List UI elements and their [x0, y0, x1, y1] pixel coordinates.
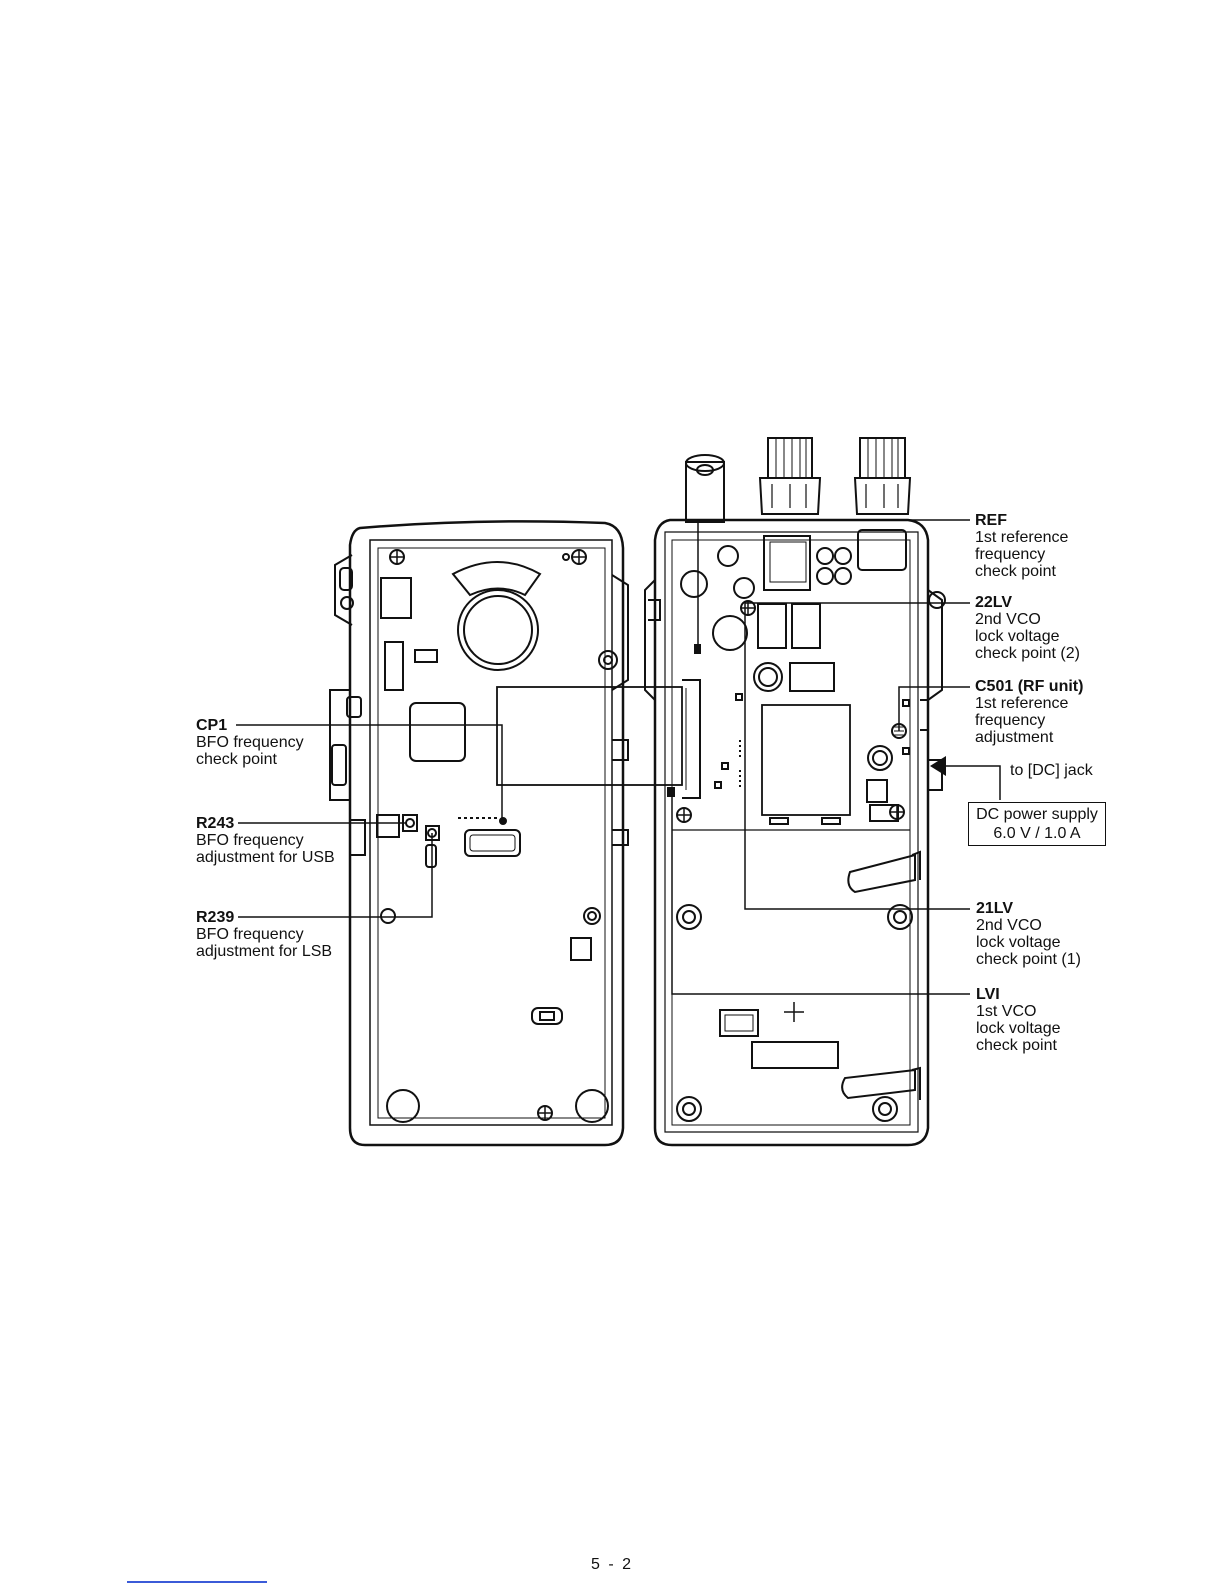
ref-leader [697, 519, 970, 650]
dc-supply-line-2: 6.0 V / 1.0 A [993, 825, 1081, 842]
lv22-title: 22LV [975, 594, 1013, 611]
lvi-line-3: check point [976, 1037, 1057, 1054]
cp1-title: CP1 [196, 717, 228, 734]
lvi-line-2: lock voltage [976, 1020, 1061, 1037]
r243-callout: R243 BFO frequency adjustment for USB [196, 815, 335, 866]
ref-line-3: check point [975, 563, 1056, 580]
c501-title: C501 (RF unit) [975, 678, 1084, 695]
page-number: 5 - 2 [590, 1556, 633, 1573]
c501-line-3: adjustment [975, 729, 1054, 746]
lv21-line-2: lock voltage [976, 934, 1061, 951]
r239-line-1: BFO frequency [196, 926, 304, 943]
r243-title: R243 [196, 815, 235, 832]
lv22-callout: 22LV 2nd VCO lock voltage check point (2… [975, 594, 1080, 662]
r243-line-1: BFO frequency [196, 832, 304, 849]
cp1-leader [236, 724, 503, 818]
r239-leader [238, 833, 433, 918]
lv21-line-1: 2nd VCO [976, 917, 1042, 934]
lv22-line-3: check point (2) [975, 645, 1080, 662]
lv22-line-1: 2nd VCO [975, 611, 1041, 628]
lvi-title: LVI [976, 986, 1000, 1003]
right-case [644, 437, 946, 1147]
r239-title: R239 [196, 909, 235, 926]
c501-leader [898, 686, 970, 731]
lvi-line-1: 1st VCO [976, 1003, 1037, 1020]
dc-power-supply-box: DC power supply 6.0 V / 1.0 A [968, 802, 1106, 846]
footer-rule [127, 1581, 267, 1583]
r243-line-2: adjustment for USB [196, 849, 335, 866]
dcjack-leader [945, 765, 1001, 800]
ref-callout: REF 1st reference frequency check point [975, 512, 1068, 580]
lv21-line-3: check point (1) [976, 951, 1081, 968]
cp1-line-1: BFO frequency [196, 734, 304, 751]
ref-line-2: frequency [975, 546, 1046, 563]
c501-callout: C501 (RF unit) 1st reference frequency a… [975, 678, 1083, 746]
dcjack-arrow [930, 756, 946, 776]
r239-line-2: adjustment for LSB [196, 943, 333, 960]
c501-line-2: frequency [975, 712, 1046, 729]
lvi-leader [671, 795, 970, 995]
leader-lines [236, 519, 1001, 995]
lv21-callout: 21LV 2nd VCO lock voltage check point (1… [976, 900, 1081, 968]
lvi-callout: LVI 1st VCO lock voltage check point [976, 986, 1061, 1054]
dc-supply-line-1: DC power supply [976, 806, 1098, 823]
left-case [329, 520, 629, 1147]
r239-callout: R239 BFO frequency adjustment for LSB [196, 909, 332, 960]
lv22-line-2: lock voltage [975, 628, 1060, 645]
lv22-leader [744, 602, 970, 905]
dcjack-label: to [DC] jack [1010, 762, 1093, 779]
flex-cable [496, 679, 701, 799]
lv21-title: 21LV [976, 900, 1014, 917]
c501-line-1: 1st reference [975, 695, 1069, 712]
cp1-line-2: check point [196, 751, 277, 768]
ref-title: REF [975, 512, 1007, 529]
lv21-leader [744, 905, 970, 910]
ref-line-1: 1st reference [975, 529, 1069, 546]
cp1-callout: CP1 BFO frequency check point [196, 717, 304, 768]
